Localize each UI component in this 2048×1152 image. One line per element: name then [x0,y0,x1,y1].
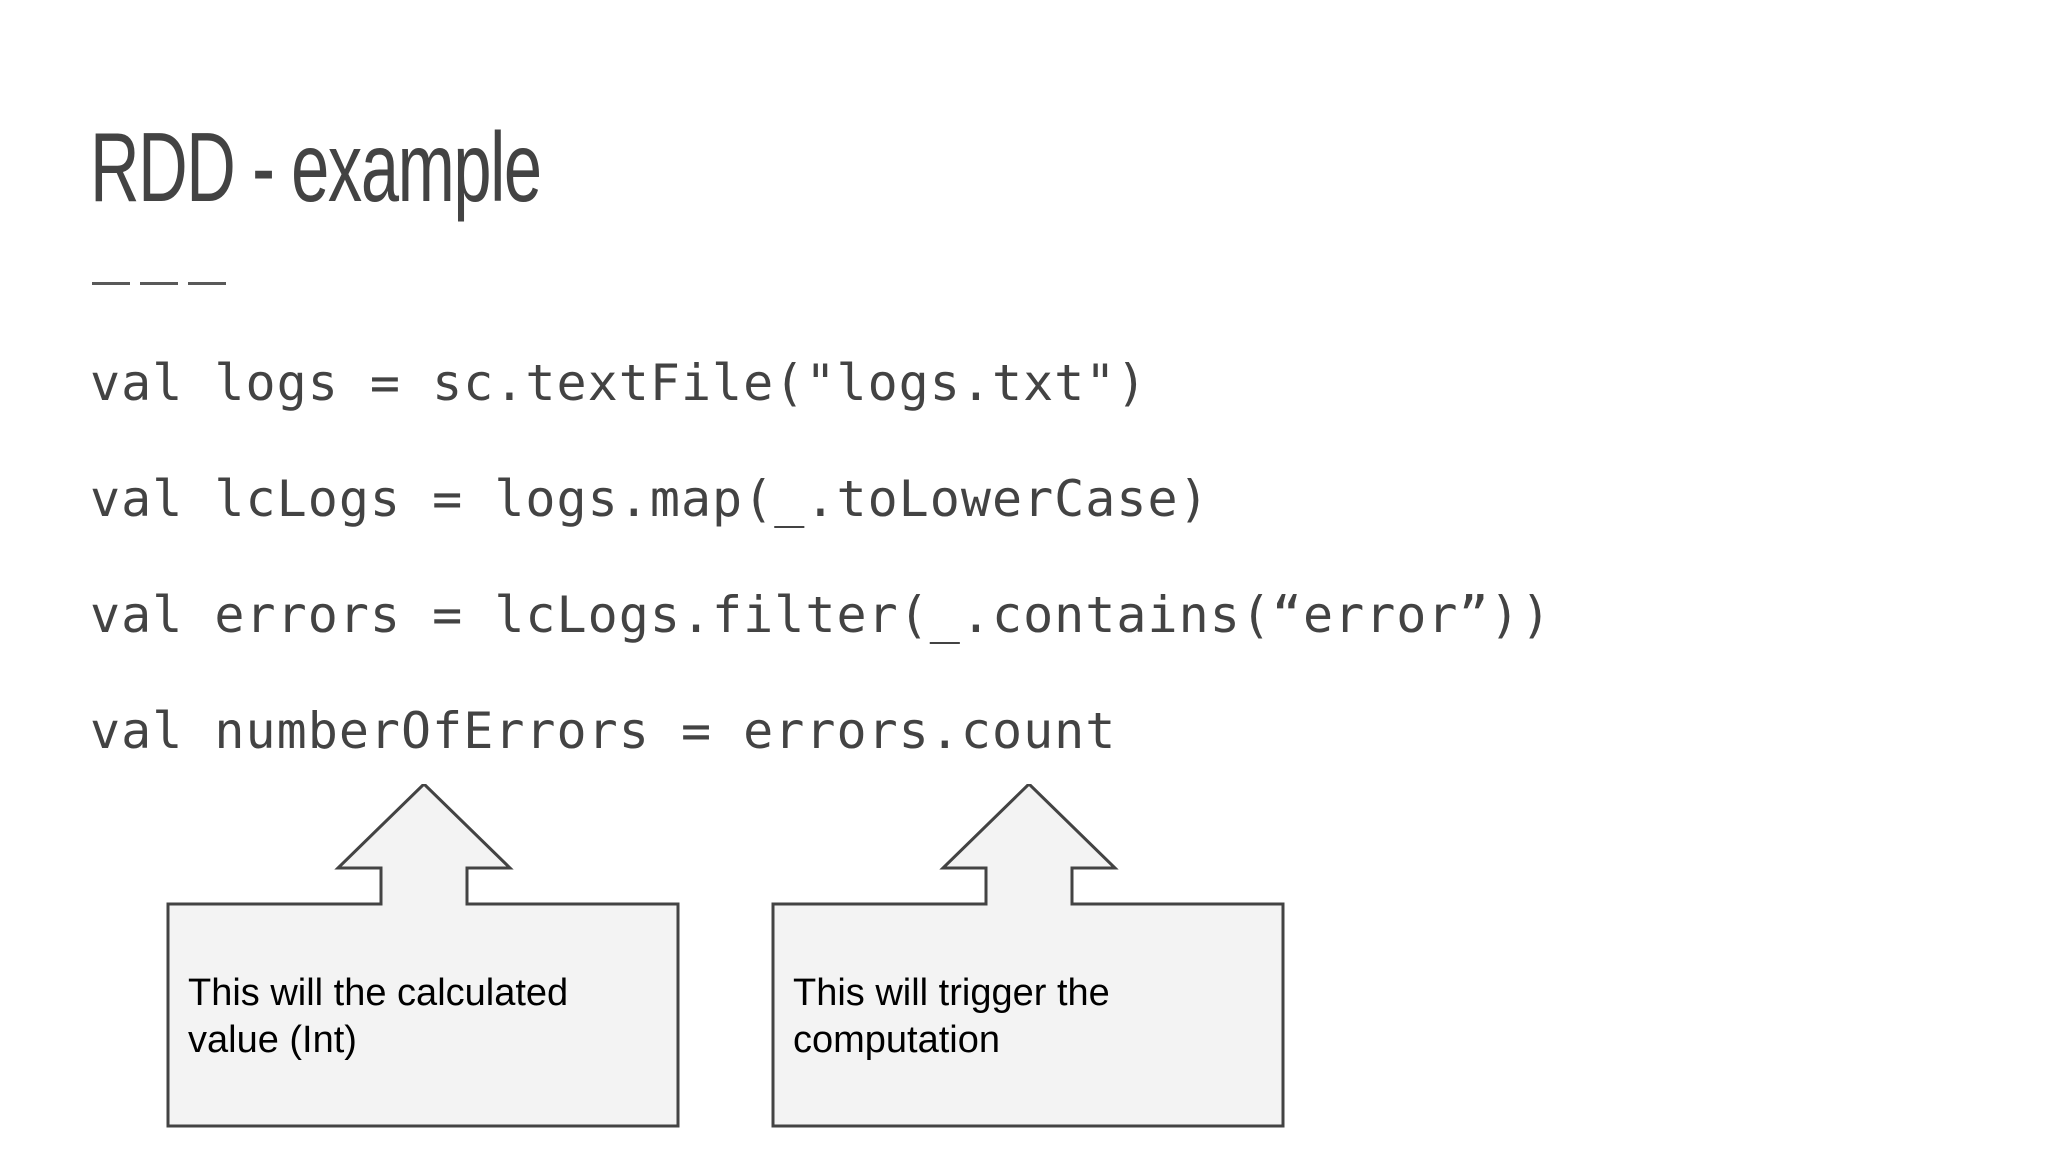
title-underline-divider [92,282,226,285]
callout-trigger-computation: This will trigger the computation [771,784,1291,1136]
callout-text: This will trigger the computation [793,972,1110,1061]
callout-text: This will the calculated value (Int) [188,972,569,1061]
slide-title: RDD - example [90,112,542,222]
up-arrow-callout-shape [166,784,680,1128]
up-arrow-callout-shape [771,784,1285,1128]
code-line-lclogs: val lcLogs = logs.map(_.toLowerCase) [90,470,1210,528]
callout-calculated-value: This will the calculated value (Int) [166,784,686,1136]
code-line-number-of-errors: val numberOfErrors = errors.count [90,702,1117,760]
code-line-errors: val errors = lcLogs.filter(_.contains(“e… [90,586,1552,644]
code-line-logs: val logs = sc.textFile("logs.txt") [90,354,1148,412]
